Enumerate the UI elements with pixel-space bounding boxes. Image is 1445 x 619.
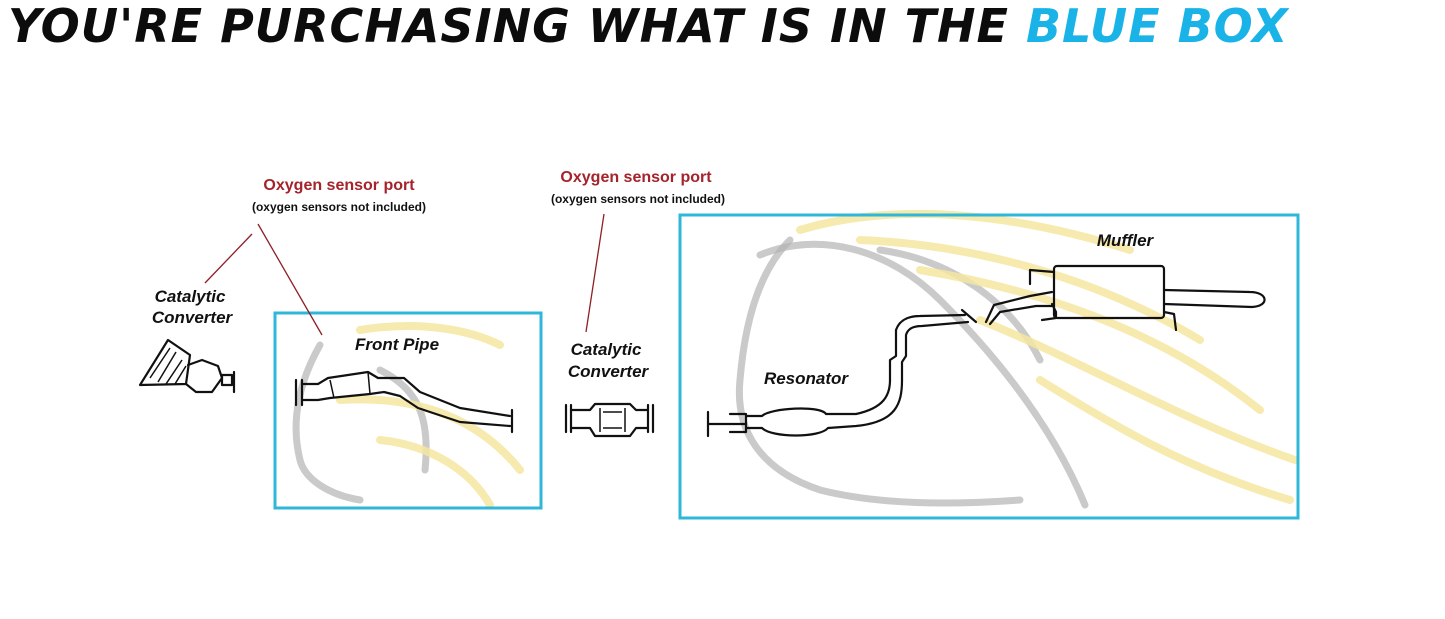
catalytic-converter-label: Converter xyxy=(568,362,650,381)
oxygen-callout-note: (oxygen sensors not included) xyxy=(252,200,426,214)
resonator: Resonator xyxy=(706,369,904,438)
leader-line xyxy=(585,213,605,333)
leader-line xyxy=(257,223,323,336)
catalytic-converter-2: Catalytic Converter xyxy=(564,340,655,438)
oxygen-callout-title: Oxygen sensor port xyxy=(560,169,712,186)
oxygen-callout-note: (oxygen sensors not included) xyxy=(551,192,725,206)
muffler: Muffler xyxy=(984,231,1266,332)
blue-box-rear-section xyxy=(678,213,1300,520)
intermediate-pipe xyxy=(888,308,978,382)
front-pipe: Front Pipe xyxy=(294,335,514,434)
watermark-right xyxy=(735,209,1299,509)
catalytic-converter-label: Catalytic xyxy=(571,340,642,359)
catalytic-converter-label: Catalytic xyxy=(155,287,226,306)
catalytic-converter-label: Converter xyxy=(152,308,234,327)
blue-box-front-pipe xyxy=(273,311,543,510)
oxygen-callout-left: Oxygen sensor port (oxygen sensors not i… xyxy=(204,177,426,336)
front-pipe-label: Front Pipe xyxy=(355,335,439,354)
resonator-label: Resonator xyxy=(764,369,849,388)
oxygen-callout-right: Oxygen sensor port (oxygen sensors not i… xyxy=(551,169,725,333)
catalytic-converter-1: Catalytic Converter xyxy=(138,287,236,394)
leader-line xyxy=(204,233,253,284)
headline-prefix: YOU'RE PURCHASING WHAT IS IN THE xyxy=(8,0,1026,53)
oxygen-callout-title: Oxygen sensor port xyxy=(263,177,415,194)
watermark-left xyxy=(292,322,524,509)
headline: YOU'RE PURCHASING WHAT IS IN THE BLUE BO… xyxy=(8,0,1438,52)
headline-highlight: BLUE BOX xyxy=(1025,0,1289,53)
muffler-label: Muffler xyxy=(1097,231,1155,250)
